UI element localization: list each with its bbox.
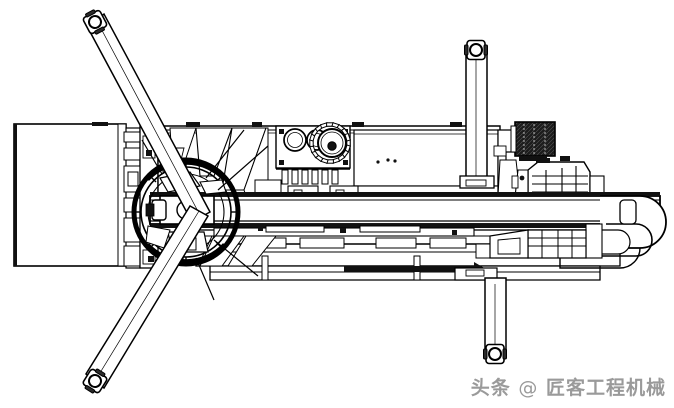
watermark-separator: @	[518, 377, 539, 399]
toothed-sprocket	[309, 122, 351, 164]
counterweight-panel	[13, 122, 127, 267]
pulley-group	[283, 122, 351, 164]
upper-left-diagonal-strut	[80, 6, 212, 224]
lower-right-vertical-strut	[482, 277, 508, 365]
radiator-block	[510, 121, 556, 161]
watermark-platform: 头条	[470, 377, 511, 399]
lower-left-diagonal-strut	[79, 204, 210, 397]
fastener-marks	[146, 150, 457, 262]
watermark: 头条 @ 匠客工程机械	[471, 373, 666, 400]
main-boom-band	[149, 192, 661, 228]
watermark-account: 匠客工程机械	[545, 377, 666, 399]
upper-right-vertical-strut	[459, 39, 495, 189]
rounded-rear-shroud	[489, 195, 667, 269]
